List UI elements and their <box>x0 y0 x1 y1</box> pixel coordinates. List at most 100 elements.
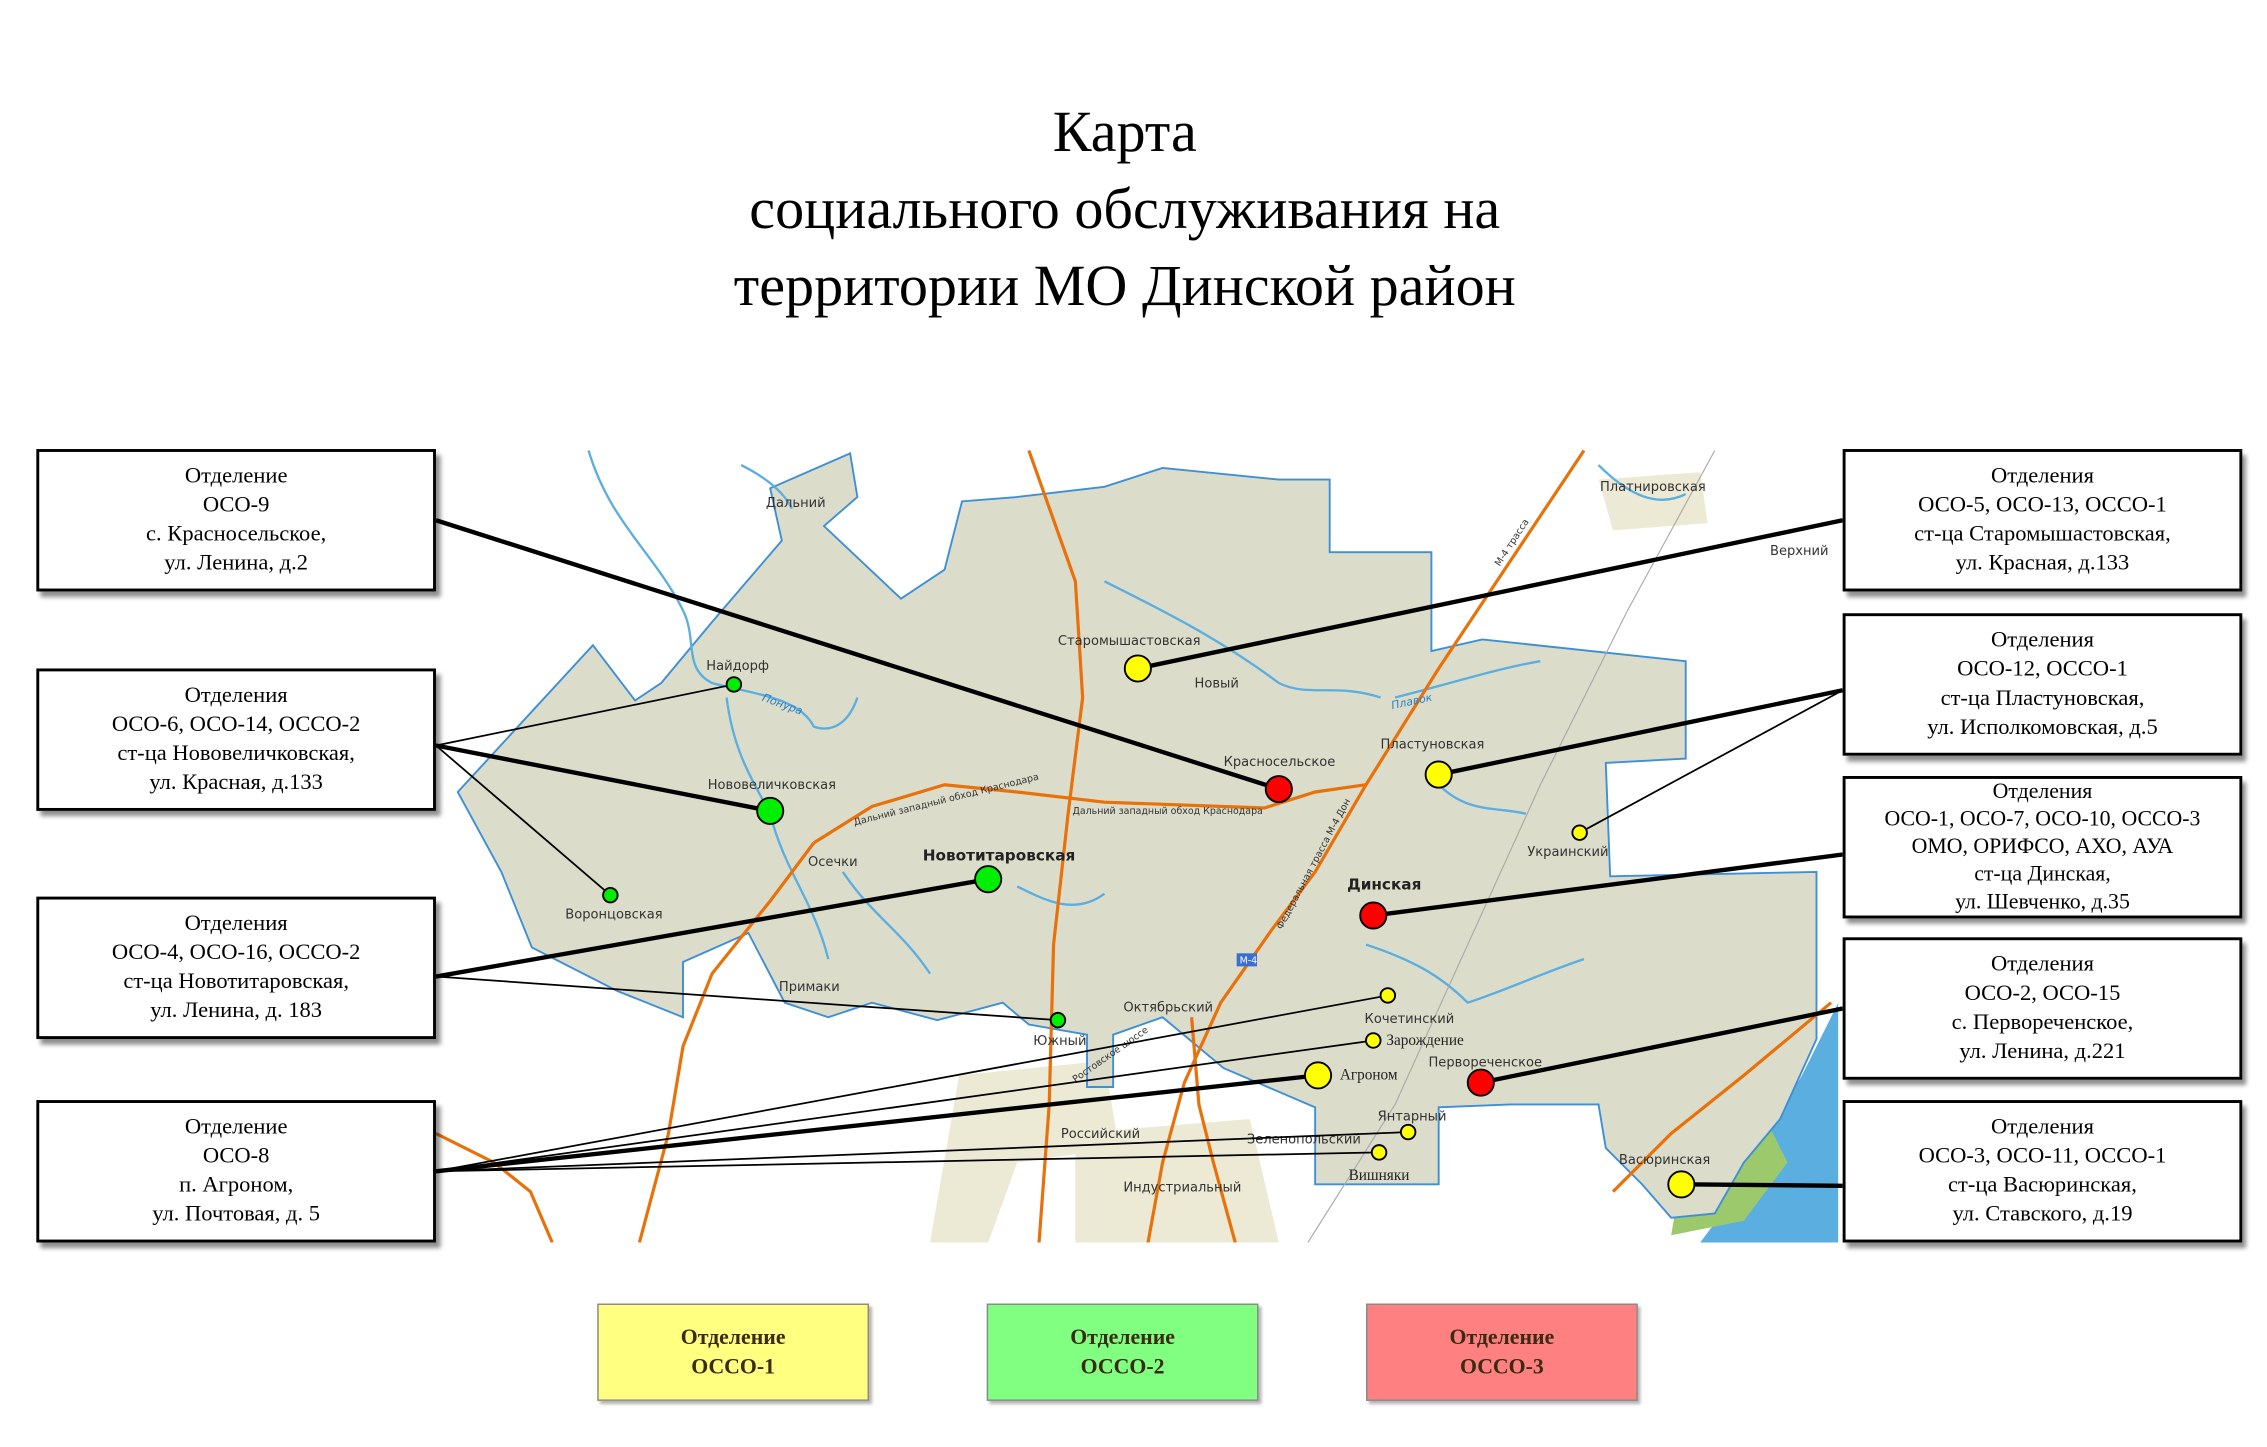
box-line: Отделения <box>1990 627 2094 653</box>
place-label-dalniy: Дальний <box>766 496 826 511</box>
marker-dinskaya[interactable] <box>1359 901 1388 930</box>
box-line: с. Первореченское, <box>1951 1009 2134 1035</box>
marker-zarozhdenie[interactable] <box>1365 1032 1382 1049</box>
road-label-bypass-2: Дальний западный обход Краснодара <box>1072 806 1262 817</box>
box-line: ст-ца Васюринская, <box>1948 1172 2137 1198</box>
box-line: ст-ца Старомышастовская, <box>1914 521 2171 547</box>
road-label-m4: М-4 <box>1240 955 1258 966</box>
leader-line-pervorechenskoe <box>1480 1006 1844 1085</box>
box-line: Отделения <box>184 911 288 936</box>
place-label-yantarniy: Янтарный <box>1378 1109 1447 1124</box>
info-box-novovelichkovskaya: Отделения ОСО-6, ОСО-14, ОССО-2 ст-ца Но… <box>36 668 436 811</box>
marker-krasnoselskoe[interactable] <box>1264 775 1293 804</box>
place-label-verkhniy: Верхний <box>1770 544 1829 559</box>
marker-novovelichkovskaya[interactable] <box>756 796 785 825</box>
marker-yantarniy[interactable] <box>1399 1123 1417 1141</box>
place-label-staromyshastovskaya: Старомышастовская <box>1058 634 1201 649</box>
marker-staromyshastovskaya[interactable] <box>1123 654 1152 683</box>
legend-line: ОССО-1 <box>691 1355 776 1379</box>
box-line: ОСО-4, ОСО-16, ОССО-2 <box>111 940 361 965</box>
marker-yuzhniy[interactable] <box>1049 1011 1067 1029</box>
box-line: п. Агроном, <box>179 1172 294 1198</box>
leader-line-vishnyaki <box>435 1151 1380 1173</box>
box-line: ОСО-9 <box>202 492 270 518</box>
marker-agronom[interactable] <box>1304 1061 1333 1090</box>
box-line: ул. Шевченко, д.35 <box>1955 890 2130 914</box>
marker-ukrainskiy[interactable] <box>1571 824 1588 841</box>
leader-line-yuzhniy <box>435 975 1058 1022</box>
leader-line-yantarniy <box>435 1131 1409 1173</box>
place-label-zelenopolskiy: Зеленопольский <box>1247 1133 1361 1148</box>
info-box-plastunovskaya: Отделения ОСО-12, ОССО-1 ст-ца Пластунов… <box>1842 613 2243 756</box>
legend-line: Отделение <box>1070 1326 1175 1350</box>
leader-line-novovelichkovskaya <box>435 743 771 814</box>
leader-line-ukrainskiy <box>1579 689 1844 834</box>
leader-line-agronom <box>435 1073 1319 1174</box>
place-label-dinskaya: Динская <box>1347 875 1421 893</box>
info-box-agronom: Отделение ОСО-8 п. Агроном, ул. Почтовая… <box>36 1100 436 1243</box>
marker-naydorf[interactable] <box>725 676 743 693</box>
marker-pervorechenskoe[interactable] <box>1466 1068 1495 1097</box>
box-line: ст-ца Новотитаровская, <box>123 969 349 994</box>
leader-line-vasyurinskaya <box>1681 1182 1843 1188</box>
box-line: ОСО-3, ОСО-11, ОССО-1 <box>1918 1143 2167 1169</box>
leader-line-zarozhdenie <box>435 1039 1374 1173</box>
box-line: ул. Ленина, д. 183 <box>150 998 323 1024</box>
legend-line: Отделение <box>1449 1326 1555 1350</box>
leader-line-kochetinskiy <box>435 994 1388 1173</box>
marker-vorontsovskaya[interactable] <box>602 886 619 904</box>
title-line-3: территории МО Динской район <box>733 252 1516 319</box>
marker-plastunovskaya[interactable] <box>1424 760 1453 789</box>
box-line: ОСО-8 <box>202 1143 270 1169</box>
m4-shield <box>1236 953 1258 967</box>
legend-ossc-1: Отделение ОССО-1 <box>597 1303 870 1401</box>
leader-line-novotitarovskaya <box>435 877 989 979</box>
box-line: Отделения <box>1990 1114 2094 1140</box>
box-line: Отделения <box>1990 951 2094 977</box>
leader-lines <box>435 518 1844 1188</box>
leader-line-plastunovskaya <box>1438 688 1844 777</box>
legend-line: ОССО-3 <box>1459 1355 1544 1379</box>
place-label-krasnoselskoe: Красносельское <box>1224 755 1336 770</box>
markers <box>602 654 1696 1199</box>
leader-line-krasnoselskoe <box>435 518 1280 792</box>
box-line: ОМО, ОРИФСО, АХО, АУА <box>1911 834 2174 859</box>
rivers <box>587 450 1687 1005</box>
place-label-kochetinskiy: Кочетинский <box>1365 1012 1455 1027</box>
place-label-novovelichkovskaya: Нововеличковская <box>708 778 836 793</box>
place-label-plastunovskaya: Пластуновская <box>1381 737 1485 752</box>
box-line: ОСО-6, ОСО-14, ОССО-2 <box>111 712 361 737</box>
place-label-vasyurinskaya: Васюринская <box>1619 1153 1710 1168</box>
marker-novotitarovskaya[interactable] <box>974 865 1003 894</box>
box-line: Отделения <box>184 683 288 708</box>
legend-ossc-3: Отделение ОССО-3 <box>1366 1303 1638 1401</box>
marker-kochetinskiy[interactable] <box>1379 987 1397 1004</box>
info-box-oso-9: Отделение ОСО-9 с. Красносельское, ул. Л… <box>36 449 436 592</box>
box-line: ст-ца Пластуновская, <box>1940 685 2145 711</box>
marker-vasyurinskaya[interactable] <box>1667 1170 1696 1199</box>
box-line: ул. Ленина, д.2 <box>164 550 308 576</box>
place-label-naydorf: Найдорф <box>706 659 769 674</box>
box-line: ст-ца Нововеличковская, <box>117 741 355 766</box>
marker-vishnyaki[interactable] <box>1370 1144 1388 1161</box>
place-label-yuzhniy: Южный <box>1033 1034 1086 1049</box>
place-label-industrialniy: Индустриальный <box>1123 1181 1241 1196</box>
box-line: ОСО-12, ОССО-1 <box>1957 656 2128 682</box>
box-line: Отделения <box>1992 779 2093 803</box>
place-label-osechki: Осечки <box>808 855 858 870</box>
box-line: ул. Ставского, д.19 <box>1952 1201 2133 1227</box>
box-line: ул. Исполкомовская, д.5 <box>1927 714 2158 740</box>
box-line: ОСО-1, ОСО-7, ОСО-10, ОССО-3 <box>1884 807 2201 831</box>
box-line: Отделения <box>1990 463 2094 489</box>
box-line: ул. Красная, д.133 <box>1955 550 2130 576</box>
box-line: ОСО-2, ОСО-15 <box>1964 980 2121 1006</box>
legend-line: Отделение <box>680 1326 786 1350</box>
box-line: Отделение <box>184 463 288 489</box>
place-label-vishnyaki: Вишняки <box>1349 1167 1410 1184</box>
place-label-platnirovskaya: Платнировская <box>1600 480 1706 495</box>
place-label-primaki: Примаки <box>779 980 840 995</box>
place-label-zarozhdenie: Зарождение <box>1386 1032 1464 1049</box>
box-line: Отделение <box>184 1114 288 1140</box>
